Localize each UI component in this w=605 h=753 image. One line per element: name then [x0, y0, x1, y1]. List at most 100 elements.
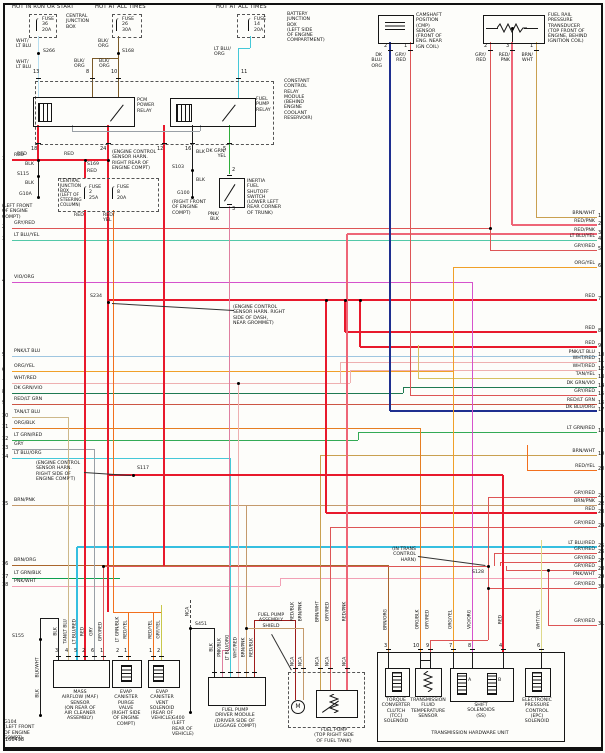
wire-color-label: LT BLU/YEL	[14, 233, 40, 238]
wire-label-ltblu-org: LT BLU/ ORG	[214, 47, 231, 58]
pin-tick	[300, 668, 306, 669]
right-pin-number: 13	[598, 374, 605, 380]
annotation-harness-3: (ENGINE CONTROL SENSOR HARN. RIGHT SIDE …	[36, 461, 81, 482]
wire-v	[346, 234, 348, 690]
splice-s451: S451	[195, 622, 207, 627]
pin-number: 8	[468, 643, 472, 649]
wire-v	[499, 562, 501, 566]
right-pin-number: 27	[598, 558, 605, 564]
wire-label-blk-3: BLK	[196, 150, 205, 155]
wire-v	[93, 449, 95, 660]
right-pin-number: 8	[598, 328, 602, 334]
wire-h	[246, 627, 303, 629]
wire-h	[340, 361, 597, 363]
wire-v	[526, 445, 528, 470]
ccrm-box	[35, 81, 274, 145]
wire-color-label: RED/PNK	[574, 218, 595, 224]
wire-h	[490, 249, 597, 251]
relay-coil-icon	[176, 104, 192, 122]
pin-number: 13	[33, 69, 40, 75]
pin-number: 2	[82, 648, 86, 654]
wire-v	[471, 282, 473, 652]
wire-v	[389, 42, 391, 411]
wire-color-label: ORG/YEL	[574, 260, 595, 266]
wire-h	[326, 512, 597, 514]
ground-g104: G104 (LEFT FRONT OF ENGINE COMPT)	[4, 720, 35, 741]
wire-label-red-3: RED	[87, 169, 97, 174]
wire-label-blk-1: BLK	[25, 162, 34, 167]
wire-v	[387, 565, 389, 652]
wire-color-label: NCA	[325, 656, 331, 667]
pin-tick	[82, 656, 88, 657]
wire-v	[489, 42, 491, 250]
wire-h	[280, 577, 597, 579]
right-pin-number: 4	[598, 236, 602, 242]
pin-tick	[509, 50, 515, 51]
right-pin-number: 2	[598, 221, 602, 227]
wire-color-label: BLK	[53, 627, 59, 636]
wire-v	[84, 210, 86, 660]
wire-h	[410, 394, 597, 396]
wire-h	[500, 561, 597, 563]
epc-solenoid-label: ELECTRONIC PRESSURE CONTROL (EPC) SOLENO…	[522, 698, 552, 725]
wire-v	[91, 58, 93, 97]
splice-dot	[38, 637, 42, 641]
wire-v	[229, 458, 231, 677]
wire-h	[347, 233, 597, 235]
wire-v	[57, 618, 59, 660]
header-hot-at-all-times-1: HOT AT ALL TIMES	[95, 4, 146, 10]
splice-s169: S169	[87, 162, 99, 167]
pin-tick	[292, 668, 298, 669]
pin-tick	[538, 649, 544, 650]
wire-color-label: TAN/LT BLU	[63, 619, 69, 644]
ground-g10a: G10A	[19, 192, 32, 197]
splice-s155: S155	[12, 634, 24, 639]
wire-color-label: GRY/RED	[14, 221, 35, 226]
wire-label-dkgrn-yel: DK GRN/ YEL	[205, 149, 226, 160]
wire-label-blk-4: BLK	[196, 178, 205, 183]
wire-color-label: TAN/LT BLU	[14, 410, 41, 415]
wire-v	[37, 160, 39, 197]
wire-color-label: LT BLU/RED	[568, 540, 595, 546]
central-junction-box-label: CENTRAL JUNCTION BOX	[66, 14, 90, 30]
ground-g10a-loc: (LEFT FRONT OF ENGINE COMPT)	[2, 204, 33, 220]
pin-tick	[533, 50, 539, 51]
wire-h	[12, 457, 230, 459]
evap-purge-label: EVAP CANISTER PURGE VALVE (RIGHT SIDE OF…	[111, 690, 141, 727]
pin-tick	[35, 78, 41, 79]
wire-color-label: ORG/BLK	[415, 609, 421, 630]
wire-v	[535, 42, 537, 217]
wire-h	[12, 403, 597, 405]
wire-v	[339, 362, 341, 383]
wire-v	[37, 125, 39, 160]
splice-dot	[324, 298, 328, 302]
wire-h	[103, 565, 488, 567]
fuel-pump-motor-icon: M	[291, 700, 305, 714]
wire-h	[358, 431, 597, 433]
wire-color-label: BLK	[209, 643, 215, 652]
wire-label-blk-org-3: BLK/ ORG	[99, 59, 110, 70]
wire-label-wht-ltblu-1: WHT/ LT BLU	[16, 39, 32, 50]
splice-dot	[116, 51, 120, 55]
wire-v	[117, 58, 119, 97]
wire-v	[84, 162, 86, 178]
wire-color-label: RED/PNK	[342, 601, 348, 622]
left-pin-number: 7	[2, 379, 6, 385]
left-pin-number: 9	[2, 400, 6, 406]
wire-color-label: NCA	[290, 656, 296, 667]
pin-tick	[327, 668, 333, 669]
tft-sensor-label: TRANSMISSION FLUID TEMPERATURE SENSOR	[410, 698, 446, 719]
epc-solenoid-box	[525, 668, 551, 697]
wire-color-label: BRN/ORG	[14, 558, 37, 563]
fuse-36-label: FUSE 36 20A	[42, 17, 55, 33]
wire-color-label: ORG/YEL	[448, 609, 454, 630]
pin-number: 2	[384, 43, 388, 49]
wire-color-label: GRY/RED	[574, 563, 595, 569]
wire-v	[102, 566, 104, 660]
wire-h	[524, 27, 538, 29]
left-pin-number: 17	[2, 574, 9, 580]
wire-v	[117, 36, 119, 58]
left-pin-number: 12	[2, 436, 9, 442]
splice-dot	[106, 158, 110, 162]
splice-dot	[486, 564, 490, 568]
